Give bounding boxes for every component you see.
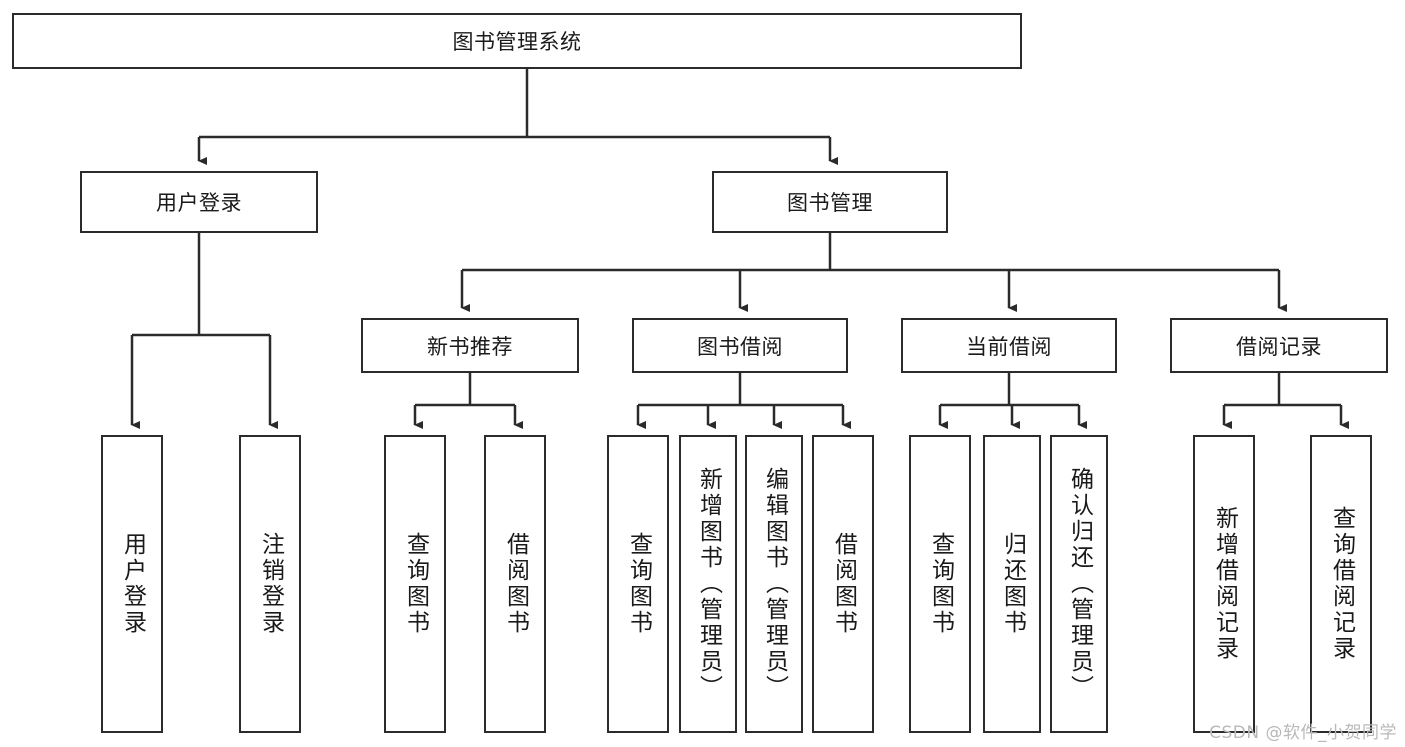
leaf-node-11[interactable]: 新增借阅记录 bbox=[1193, 435, 1255, 733]
leaf-node-4[interactable]: 查询图书 bbox=[607, 435, 669, 733]
leaf-node-1[interactable]: 注销登录 bbox=[239, 435, 301, 733]
level3-node-0[interactable]: 新书推荐 bbox=[361, 318, 579, 373]
leaf-node-5[interactable]: 新增图书（管理员） bbox=[679, 435, 737, 733]
leaf-node-10[interactable]: 确认归还（管理员） bbox=[1050, 435, 1108, 733]
root-node[interactable]: 图书管理系统 bbox=[12, 13, 1022, 69]
leaf-node-0[interactable]: 用户登录 bbox=[101, 435, 163, 733]
leaf-node-8[interactable]: 查询图书 bbox=[909, 435, 971, 733]
watermark-label: CSDN @软件_小贺同学 bbox=[1209, 723, 1397, 743]
node-label: 新增图书（管理员） bbox=[695, 467, 722, 701]
level2-node-0[interactable]: 用户登录 bbox=[80, 171, 318, 233]
level3-node-3[interactable]: 借阅记录 bbox=[1170, 318, 1388, 373]
node-label: 编辑图书（管理员） bbox=[761, 467, 788, 701]
leaf-node-3[interactable]: 借阅图书 bbox=[484, 435, 546, 733]
node-label: 查询图书 bbox=[625, 532, 652, 636]
node-label: 查询图书 bbox=[402, 532, 429, 636]
node-label: 查询图书 bbox=[927, 532, 954, 636]
node-label: 注销登录 bbox=[257, 532, 284, 636]
level2-node-1[interactable]: 图书管理 bbox=[712, 171, 948, 233]
node-label: 图书借阅 bbox=[697, 334, 783, 359]
node-label: 借阅记录 bbox=[1236, 334, 1322, 359]
node-label: 查询借阅记录 bbox=[1328, 506, 1355, 662]
node-label: 归还图书 bbox=[999, 532, 1026, 636]
node-label: 用户登录 bbox=[119, 532, 146, 636]
node-label: 确认归还（管理员） bbox=[1066, 467, 1093, 701]
leaf-node-6[interactable]: 编辑图书（管理员） bbox=[745, 435, 803, 733]
leaf-node-12[interactable]: 查询借阅记录 bbox=[1310, 435, 1372, 733]
node-label: 新书推荐 bbox=[427, 334, 513, 359]
level3-node-1[interactable]: 图书借阅 bbox=[632, 318, 848, 373]
leaf-node-7[interactable]: 借阅图书 bbox=[812, 435, 874, 733]
node-label: 图书管理系统 bbox=[452, 30, 582, 54]
node-label: 图书管理 bbox=[787, 191, 873, 215]
leaf-node-9[interactable]: 归还图书 bbox=[983, 435, 1041, 733]
node-label: 借阅图书 bbox=[830, 532, 857, 636]
leaf-node-2[interactable]: 查询图书 bbox=[384, 435, 446, 733]
node-label: 借阅图书 bbox=[502, 532, 529, 636]
node-label: 新增借阅记录 bbox=[1211, 506, 1238, 662]
level3-node-2[interactable]: 当前借阅 bbox=[901, 318, 1117, 373]
node-label: 用户登录 bbox=[156, 191, 242, 215]
node-label: 当前借阅 bbox=[966, 334, 1052, 359]
